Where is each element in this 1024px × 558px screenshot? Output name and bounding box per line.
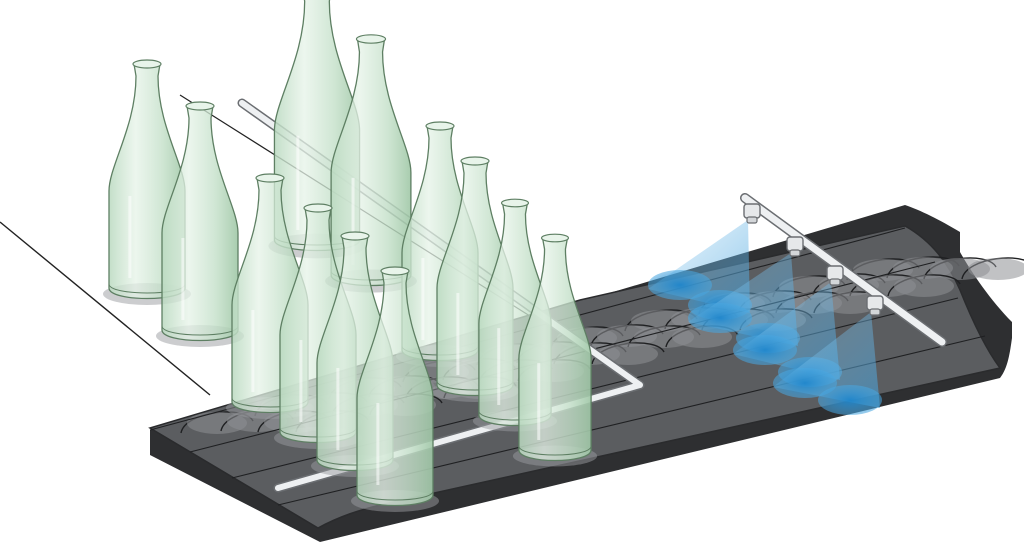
- spray-nozzle-icon: [743, 203, 761, 224]
- spray-nozzle-icon: [786, 236, 804, 257]
- spray-nozzle-icon: [826, 265, 844, 286]
- spray-manifold: [740, 193, 947, 347]
- belt-plate: [887, 274, 961, 297]
- bottle-icon: [512, 233, 598, 467]
- spray-cone-icon: [773, 312, 882, 415]
- bottle-group: [103, 0, 598, 512]
- nozzle-group: [743, 203, 884, 316]
- spray-group: [648, 220, 882, 415]
- bottle-icon: [156, 101, 244, 347]
- belt-plate: [961, 257, 1024, 280]
- spray-nozzle-icon: [866, 295, 884, 316]
- bottle-icon: [351, 266, 439, 512]
